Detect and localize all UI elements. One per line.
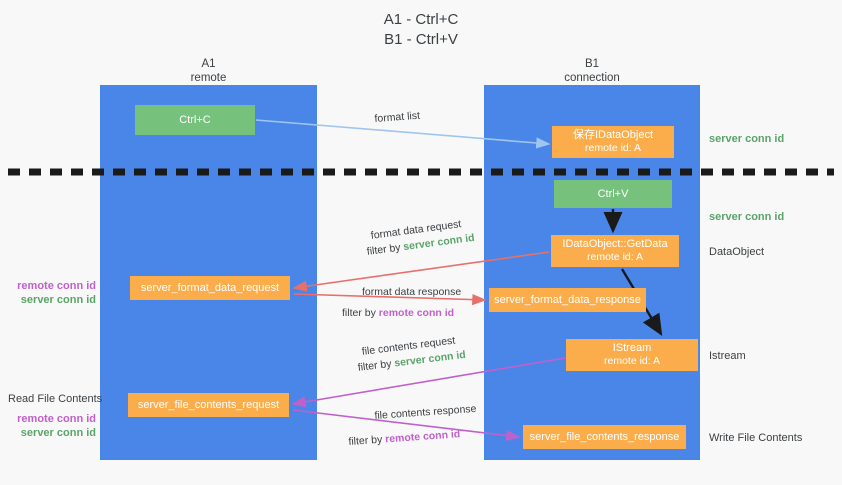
lane-b1-name: B1 xyxy=(584,58,600,70)
label-server-conn-id-top: server conn id xyxy=(709,133,785,145)
box-server-file-contents-response-label: server_file_contents_response xyxy=(529,430,680,443)
caption-format-list: format list xyxy=(374,109,420,126)
label-conn-ids-top: remote conn id server conn id xyxy=(8,279,96,307)
caption-fcres-filter-prefix: filter by xyxy=(348,433,386,448)
box-istream-line2: remote id: A xyxy=(603,355,661,367)
box-store-idataobject-line2: remote id: A xyxy=(584,142,642,154)
box-ctrl-c-label: Ctrl+C xyxy=(179,113,211,126)
caption-format-data-response-filter: filter by remote conn id xyxy=(342,306,454,320)
box-idataobject-getdata-line1: IDataObject::GetData xyxy=(562,238,668,250)
caption-file-contents-response-text: file contents response xyxy=(374,402,477,422)
box-ctrl-c[interactable]: Ctrl+C xyxy=(135,105,255,135)
label-server-conn-id-left-bottom: server conn id xyxy=(20,427,96,439)
page-title: A1 - Ctrl+C B1 - Ctrl+V xyxy=(0,10,842,50)
box-server-file-contents-request[interactable]: server_file_contents_request xyxy=(128,393,289,417)
label-conn-ids-bottom: remote conn id server conn id xyxy=(8,412,96,440)
caption-fcr-filter-prefix: filter by xyxy=(357,357,396,374)
box-server-file-contents-response[interactable]: server_file_contents_response xyxy=(523,425,686,449)
lane-b1-sub: connection xyxy=(564,72,620,84)
box-server-format-data-request-label: server_format_data_request xyxy=(140,281,280,294)
label-read-file-contents: Read File Contents xyxy=(8,393,103,405)
box-ctrl-v[interactable]: Ctrl+V xyxy=(554,180,672,208)
label-dataobject: DataObject xyxy=(709,246,765,258)
label-server-conn-id-middle: server conn id xyxy=(709,211,785,223)
caption-format-data-response-text: format data response xyxy=(362,286,462,298)
lane-a1-name: A1 xyxy=(201,58,216,70)
caption-fcres-filter-value: remote conn id xyxy=(384,428,461,446)
caption-format-list-text: format list xyxy=(374,109,421,125)
caption-file-contents-response-filter: filter by remote conn id xyxy=(348,427,461,449)
label-server-conn-id-left-top: server conn id xyxy=(20,294,96,306)
box-store-idataobject[interactable]: 保存IDataObject remote id: A xyxy=(552,126,674,158)
box-idataobject-getdata[interactable]: IDataObject::GetData remote id: A xyxy=(551,235,679,267)
label-remote-conn-id-top: remote conn id xyxy=(17,280,96,292)
box-idataobject-getdata-line2: remote id: A xyxy=(586,251,644,263)
title-line-2: B1 - Ctrl+V xyxy=(384,31,458,48)
caption-format-data-response: format data response xyxy=(362,285,461,299)
box-server-file-contents-request-label: server_file_contents_request xyxy=(137,398,280,411)
lane-header-b1: B1 connection xyxy=(484,57,700,85)
box-istream[interactable]: IStream remote id: A xyxy=(566,339,698,371)
caption-fdres-filter-value: remote conn id xyxy=(378,307,455,319)
box-server-format-data-request[interactable]: server_format_data_request xyxy=(130,276,290,300)
caption-fdres-filter-prefix: filter by xyxy=(342,307,379,319)
caption-file-contents-response: file contents response xyxy=(374,402,477,423)
title-line-1: A1 - Ctrl+C xyxy=(383,11,459,28)
lane-a1-sub: remote xyxy=(190,72,227,84)
caption-fdr-filter-prefix: filter by xyxy=(366,241,405,258)
label-istream: Istream xyxy=(709,350,746,362)
label-remote-conn-id-bottom: remote conn id xyxy=(17,413,96,425)
box-ctrl-v-label: Ctrl+V xyxy=(597,187,629,200)
box-store-idataobject-line1: 保存IDataObject xyxy=(572,129,654,141)
box-server-format-data-response-label: server_format_data_response xyxy=(494,293,641,306)
lane-header-a1: A1 remote xyxy=(100,57,317,85)
box-server-format-data-response[interactable]: server_format_data_response xyxy=(489,288,646,312)
label-write-file-contents: Write File Contents xyxy=(709,432,803,444)
box-istream-line1: IStream xyxy=(612,342,652,354)
